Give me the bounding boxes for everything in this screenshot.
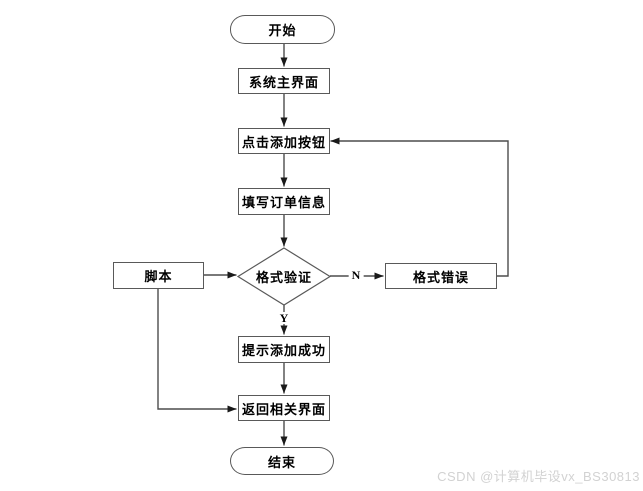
flow-node-fill-order-info: 填写订单信息 — [238, 188, 330, 215]
flow-node-main-screen: 系统主界面 — [238, 68, 330, 94]
flow-node-click-add-button: 点击添加按钮 — [238, 128, 330, 154]
flow-node-add-success: 提示添加成功 — [238, 336, 330, 363]
flow-node-format-validate: 格式验证 — [244, 266, 324, 286]
edge-script-to-return — [157, 289, 237, 413]
flow-node-format-error-label: 格式错误 — [412, 269, 469, 285]
flow-node-script-label: 脚本 — [144, 269, 173, 284]
watermark: CSDN @计算机毕设vx_BS30813 — [437, 469, 640, 484]
flow-node-add-success-label: 提示添加成功 — [241, 343, 326, 358]
flow-node-end: 结束 — [230, 447, 334, 475]
flow-node-format-error: 格式错误 — [385, 263, 497, 289]
flow-node-end-label: 结束 — [267, 454, 296, 470]
flow-node-main-screen-label: 系统主界面 — [248, 74, 319, 90]
flow-node-start-label: 开始 — [268, 23, 297, 38]
edge-label-yes: Y — [276, 312, 292, 324]
flow-node-format-validate-label: 格式验证 — [255, 269, 312, 285]
flow-node-start: 开始 — [230, 15, 335, 44]
flow-node-return-screen: 返回相关界面 — [238, 395, 330, 421]
flow-node-click-add-button-label: 点击添加按钮 — [241, 134, 326, 150]
flow-node-script: 脚本 — [113, 262, 204, 289]
flow-node-return-screen-label: 返回相关界面 — [241, 401, 326, 417]
edge-error-back-to-click-add — [330, 137, 509, 277]
flow-node-format-validate-shape — [236, 247, 332, 306]
flow-node-fill-order-info-label: 填写订单信息 — [241, 195, 326, 210]
edge-label-no: N — [348, 269, 364, 281]
